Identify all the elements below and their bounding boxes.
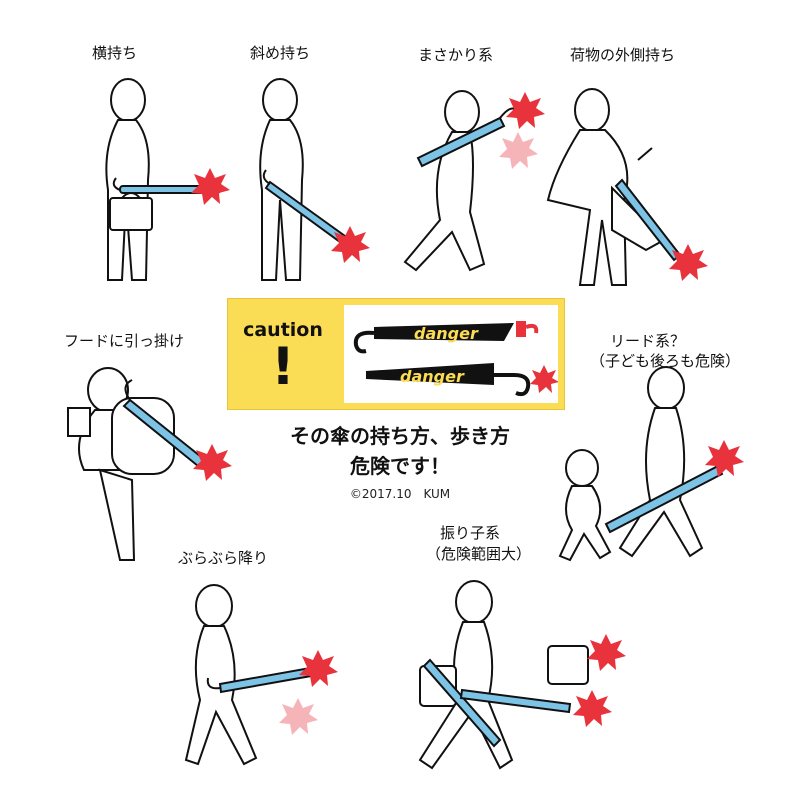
- copyright: ©2017.10 KUM: [349, 487, 451, 501]
- danger-umbrella-1: danger: [353, 321, 539, 354]
- figure-naname: [259, 78, 347, 281]
- figure-furiko: [418, 580, 589, 770]
- label-naname: 斜め持ち: [250, 44, 311, 62]
- label-nimotsu: 荷物の外側持ち: [570, 46, 676, 64]
- title-line1: その傘の持ち方、歩き方: [290, 424, 510, 448]
- danger-text-1: danger: [414, 324, 479, 343]
- figure-burabura: [184, 584, 313, 766]
- caution-exclamation: !: [271, 337, 295, 397]
- label-furiko-line2: （危険範囲大）: [426, 545, 532, 563]
- label-masakari: まさかり系: [418, 46, 494, 64]
- burst-masakari: [506, 92, 545, 129]
- label-yoko: 横持ち: [92, 44, 138, 62]
- burst-furiko-1: [587, 634, 626, 671]
- label-furiko-line1: 振り子系: [440, 524, 501, 542]
- burst-danger: [530, 365, 558, 393]
- figure-hood: [67, 367, 207, 561]
- burst-furiko-2: [573, 690, 612, 727]
- caution-panel: caution !: [228, 299, 338, 409]
- label-lead-line1: リード系？: [610, 332, 686, 350]
- burst-burabura-faded: [279, 698, 318, 735]
- label-burabura: ぶらぶら降り: [178, 549, 269, 567]
- caution-box: caution ! danger danger: [227, 298, 565, 410]
- danger-panel: danger danger: [344, 305, 558, 403]
- figure-masakari: [403, 90, 521, 272]
- figure-lead: [558, 366, 724, 562]
- danger-umbrella-2: danger: [366, 363, 531, 397]
- figure-nimotsu: [546, 88, 682, 286]
- label-hood: フードに引っ掛け: [64, 332, 185, 350]
- caution-word: caution: [243, 319, 323, 341]
- burst-masakari-faded: [499, 132, 538, 169]
- danger-text-2: danger: [400, 367, 465, 386]
- label-lead-line2: （子ども後ろも危険）: [590, 352, 741, 370]
- title-line2: 危険です！: [350, 454, 450, 478]
